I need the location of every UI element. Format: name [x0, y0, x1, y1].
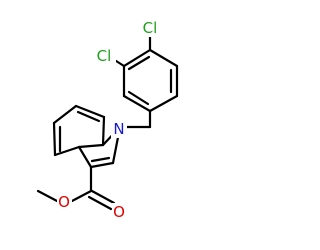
bond-ring-a-6 [122, 48, 152, 68]
bond-benzo-3 [52, 104, 78, 125]
carbonyl-oxygen-atom: O [112, 203, 127, 221]
bond-c2-c3-inner [90, 156, 111, 163]
bond-ring-a-3 [148, 94, 179, 113]
bond-benzo-2-inner [76, 110, 101, 123]
bond-o-methyl [36, 189, 59, 203]
atom-label-layer: Cl Cl N O O [57, 19, 162, 221]
bond-ring-a-4-inner [127, 90, 150, 106]
structure-canvas: Cl Cl N O O [36, 19, 179, 221]
bond-carbonyl-o-double-a [90, 189, 116, 205]
chlorine-atom-left: Cl [92, 47, 116, 65]
bond-c3-c3a [77, 145, 93, 169]
bond-benzo-4 [52, 121, 57, 157]
bond-ring-a-4 [122, 94, 152, 113]
bond-c3a-c7a [77, 143, 105, 149]
ester-oxygen-atom: O [57, 193, 72, 211]
bond-benzo-5 [53, 145, 81, 157]
atom-label-cl-left: Cl [97, 47, 112, 65]
molecule-structure: Cl Cl N O O [36, 19, 179, 221]
atom-label-n: N [113, 120, 124, 138]
bond-carbonyl-o-double-b [87, 195, 113, 211]
bond-ring-a-6-inner [127, 55, 151, 71]
bond-benzo-1 [101, 115, 106, 147]
bond-carbonyl-o-ester [70, 189, 93, 203]
bond-ring-a-1 [148, 48, 179, 68]
atom-label-o-carbonyl: O [113, 203, 125, 221]
chlorine-atom-top: Cl [138, 19, 162, 37]
atom-label-o-ester: O [58, 193, 70, 211]
atom-label-cl-top: Cl [143, 19, 158, 37]
bond-c2-c3 [89, 161, 115, 169]
bond-benzo-2 [74, 104, 106, 119]
nitrogen-atom: N [111, 120, 127, 138]
